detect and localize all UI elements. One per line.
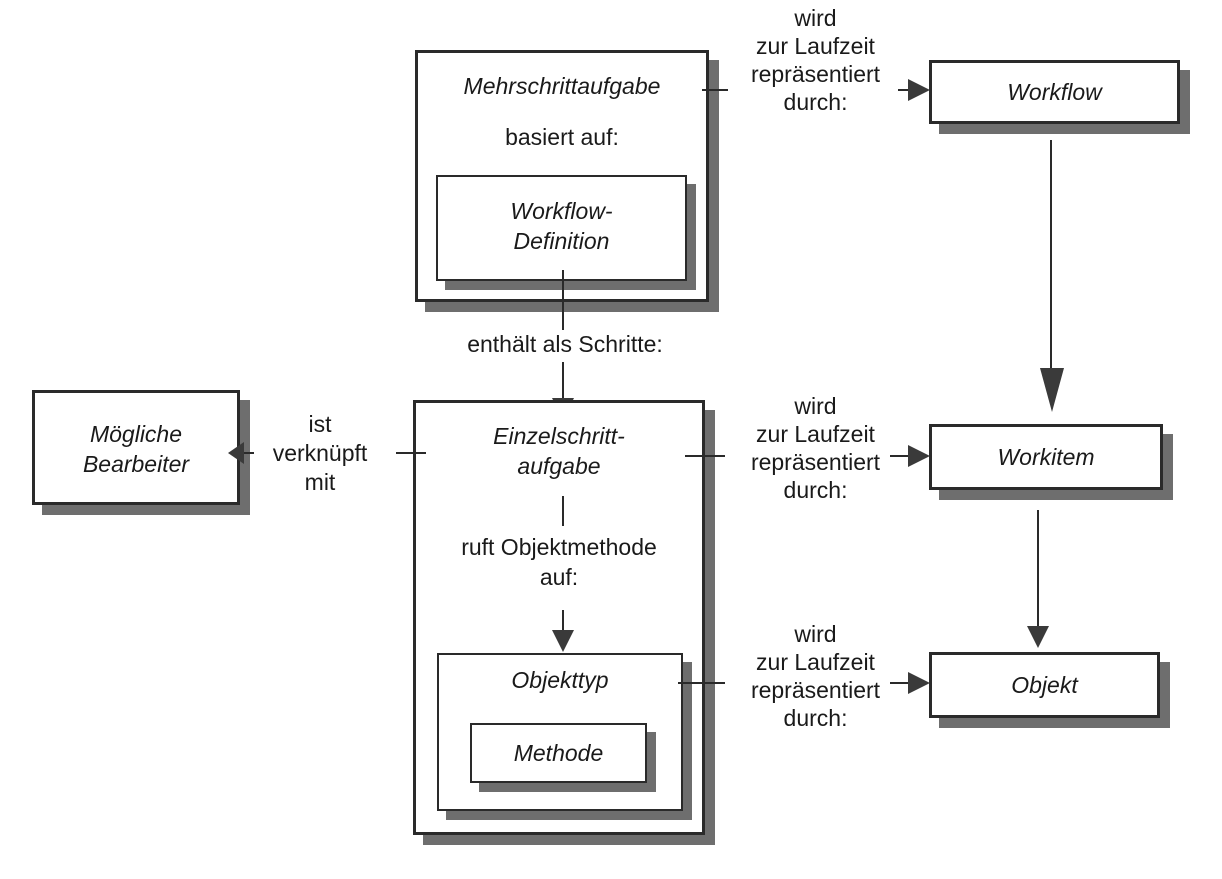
connector-line <box>685 455 725 457</box>
bearbeiter-label-1: Mögliche <box>89 421 183 447</box>
objekt-box <box>929 652 1160 718</box>
connector-line <box>1050 140 1052 368</box>
workitem-box <box>929 424 1163 490</box>
mit-label: mit <box>304 469 336 495</box>
basiert-auf-label: basiert auf: <box>505 124 619 150</box>
objekttyp-label: Objekttyp <box>511 667 609 693</box>
wird-label: wird <box>794 621 837 647</box>
zur-laufzeit-label: zur Laufzeit <box>756 421 875 447</box>
runtime-label-1: wird zur Laufzeit repräsentiert durch: <box>728 4 903 116</box>
wird-label: wird <box>794 393 837 419</box>
methode-label: Methode <box>513 740 604 766</box>
durch-label: durch: <box>783 477 848 503</box>
arrowhead-left <box>228 442 244 464</box>
wird-label: wird <box>794 5 837 31</box>
durch-label: durch: <box>783 89 848 115</box>
objekt-label: Objekt <box>1011 672 1078 698</box>
arrowhead-down <box>1027 626 1049 648</box>
repraesentiert-label: repräsentiert <box>750 449 881 475</box>
workflow-label: Workflow <box>1007 79 1102 105</box>
connector-line <box>396 452 426 454</box>
moegliche-bearbeiter-box <box>32 390 240 505</box>
durch-label: durch: <box>783 705 848 731</box>
zur-laufzeit-label: zur Laufzeit <box>756 649 875 675</box>
arrowhead-right <box>908 79 930 101</box>
ist-label: ist <box>308 411 332 437</box>
connector-line <box>562 270 564 330</box>
arrowhead-right <box>908 445 930 467</box>
workflow-definition-label-2: Definition <box>513 228 610 254</box>
enthaelt-label: enthält als Schritte: <box>467 331 663 357</box>
connector-line <box>898 89 910 91</box>
connector-line <box>1037 510 1039 628</box>
ruft-objektmethode-label: ruft Objektmethode <box>461 534 657 560</box>
auf-label: auf: <box>539 564 579 590</box>
workflow-definition-label-1: Workflow- <box>510 198 613 224</box>
connector-line <box>562 610 564 632</box>
mehrschrittaufgabe-label: Mehrschrittaufgabe <box>463 73 661 99</box>
workitem-label: Workitem <box>997 444 1095 470</box>
connector-line <box>702 89 728 91</box>
workflow-definition-box <box>436 175 687 281</box>
bearbeiter-label-2: Bearbeiter <box>82 451 190 477</box>
connector-line <box>562 496 564 526</box>
connector-line <box>678 682 725 684</box>
arrowhead-down <box>552 630 574 652</box>
connector-line <box>890 682 910 684</box>
connector-line <box>244 452 254 454</box>
methode-box <box>470 723 647 783</box>
connector-line <box>890 455 910 457</box>
workflow-box <box>929 60 1180 124</box>
runtime-label-2: wird zur Laufzeit repräsentiert durch: <box>728 392 903 504</box>
repraesentiert-label: repräsentiert <box>750 61 881 87</box>
einzelschritt-label-2: aufgabe <box>517 453 601 479</box>
einzelschritt-label-1: Einzelschritt- <box>493 423 625 449</box>
repraesentiert-label: repräsentiert <box>750 677 881 703</box>
arrowhead-right <box>908 672 930 694</box>
verknuepft-label: verknüpft <box>272 440 368 466</box>
zur-laufzeit-label: zur Laufzeit <box>756 33 875 59</box>
runtime-label-3: wird zur Laufzeit repräsentiert durch: <box>728 620 903 732</box>
connector-line <box>562 362 564 398</box>
arrowhead-down <box>1040 368 1064 412</box>
